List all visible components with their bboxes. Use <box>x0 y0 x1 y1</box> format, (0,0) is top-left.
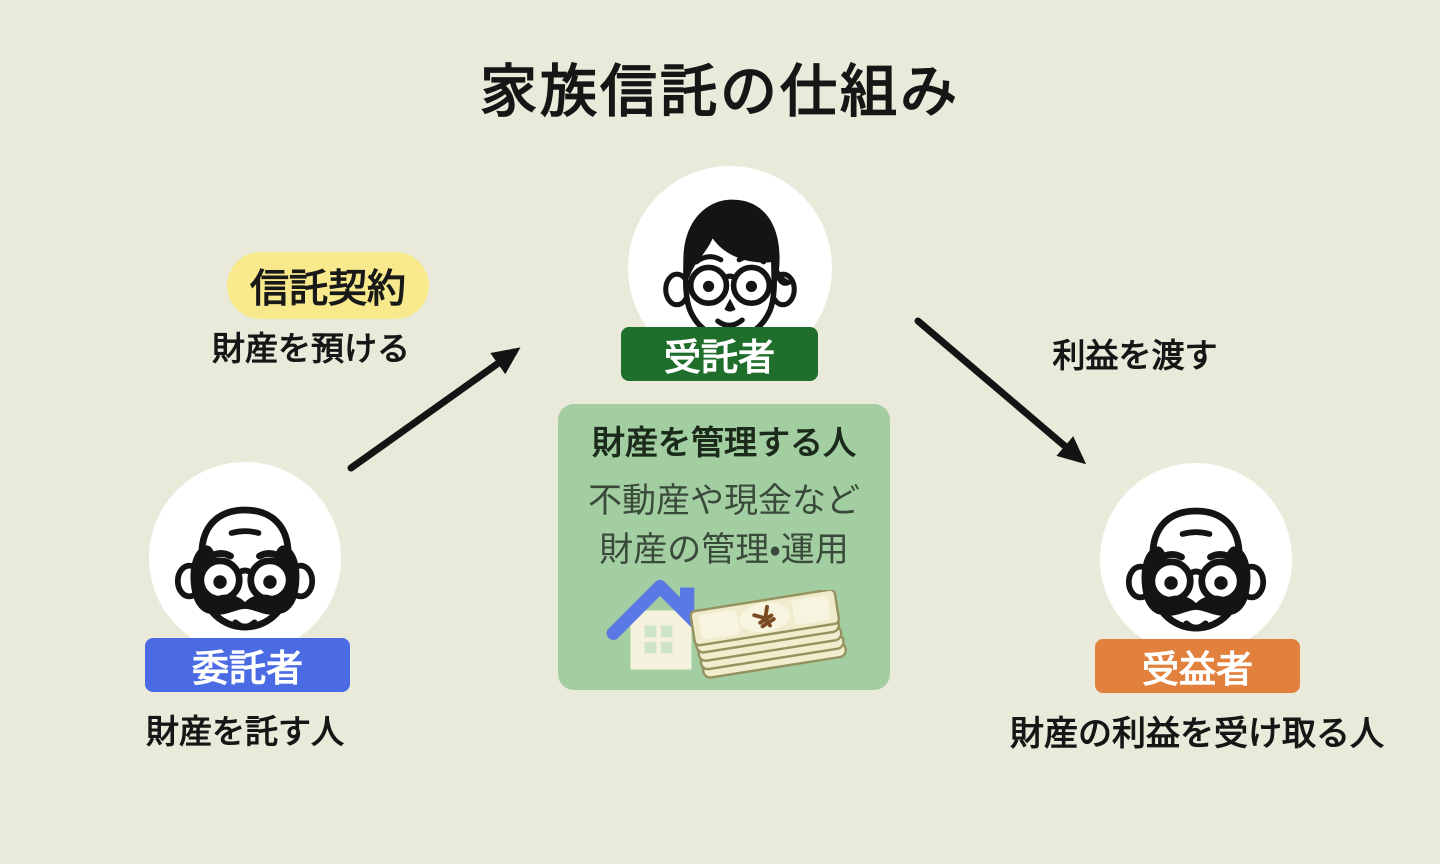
page-title: 家族信託の仕組み <box>480 60 960 124</box>
settlor-label: 委託者 <box>145 638 350 692</box>
panel-line-2: 財産の管理・運用 <box>599 530 849 569</box>
deposit-assets-caption: 財産を預ける <box>212 330 410 367</box>
beneficiary-caption: 財産の利益を受け取る人 <box>1010 714 1384 753</box>
panel-description: 不動産や現金など 財産の管理・運用 <box>558 477 890 574</box>
trustee-avatar young-man-glasses-icon <box>628 166 832 370</box>
beneficiary-label: 受益者 <box>1095 639 1300 693</box>
settlor-caption: 財産を託す人 <box>146 713 344 750</box>
money-stack-icon <box>680 590 860 686</box>
trustee-label: 受託者 <box>621 327 818 381</box>
panel-line-1: 不動産や現金など <box>588 482 860 520</box>
settlor-avatar old-man-glasses-icon <box>149 462 341 654</box>
beneficiary-avatar old-man-glasses-icon <box>1100 463 1292 655</box>
panel-heading: 財産を管理する人 <box>592 424 856 461</box>
trust-contract-badge: 信託契約 <box>227 252 429 319</box>
trustee-role-panel: 財産を管理する人 不動産や現金など 財産の管理・運用 <box>558 404 890 690</box>
give-benefit-caption: 利益を渡す <box>1052 337 1218 374</box>
